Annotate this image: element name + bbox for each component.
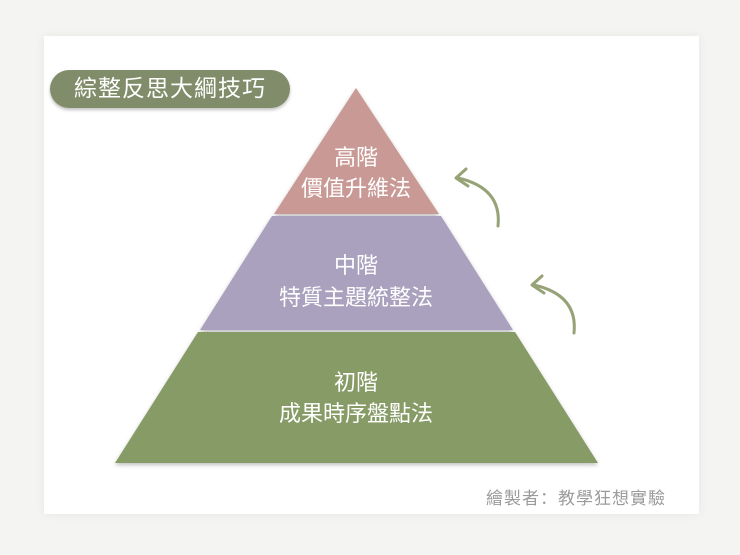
curved-arrow-icon-lower (530, 274, 576, 335)
curved-arrow-icon-upper (454, 167, 500, 228)
tier-high-level: 高階 (334, 146, 378, 171)
author-credit: 繪製者：教學狂想實驗 (486, 489, 666, 509)
tier-high-method: 價值升維法 (301, 177, 411, 202)
diagram-title: 綜整反思大綱技巧 (50, 70, 290, 108)
pyramid-tier-mid (200, 216, 513, 330)
tier-mid-level: 中階 (334, 254, 378, 279)
pyramid-tier-high (274, 88, 439, 214)
tier-low-level: 初階 (334, 371, 378, 396)
tier-low-method: 成果時序盤點法 (279, 402, 433, 427)
tier-mid-method: 特質主題統整法 (279, 286, 433, 311)
pyramid-tier-low (115, 332, 598, 463)
